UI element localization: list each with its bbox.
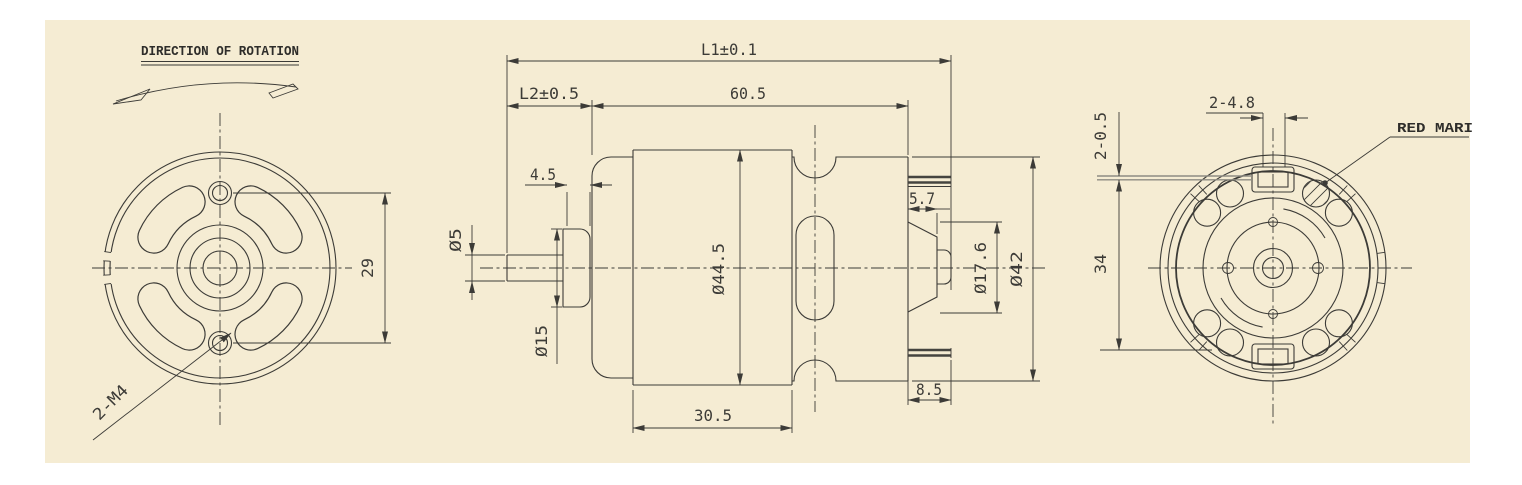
dim-body-length: 60.5 <box>591 84 909 109</box>
front-view: DIRECTION OF ROTATION <box>89 44 391 441</box>
red-mark-callout: RED MARI <box>1322 122 1473 186</box>
svg-text:34: 34 <box>1091 254 1110 274</box>
terminal-reference-line <box>1097 175 1252 181</box>
svg-text:2-4.8: 2-4.8 <box>1209 93 1255 112</box>
svg-text:60.5: 60.5 <box>730 84 766 103</box>
svg-text:30.5: 30.5 <box>694 406 732 425</box>
dim-shaft-dia: Ø5 <box>446 225 505 300</box>
red-mark-label: RED MARI <box>1397 122 1473 137</box>
dim-case-length: 30.5 <box>632 390 793 433</box>
bushing-outline <box>562 228 591 308</box>
svg-text:5.7: 5.7 <box>909 189 935 208</box>
can-outline <box>632 149 793 386</box>
dim-body-dia: Ø44.5 <box>709 149 743 386</box>
rim-notch-gap-1 <box>99 252 112 261</box>
rim-notch-gap-2 <box>99 275 112 284</box>
side-view: L1±0.1 L2±0.5 60.5 4.5 <box>446 40 1045 433</box>
dim-terminal-thickness: 2-0.5 <box>1091 112 1122 176</box>
svg-text:Ø17.6: Ø17.6 <box>971 242 990 294</box>
svg-text:Ø5: Ø5 <box>446 228 465 252</box>
svg-text:29: 29 <box>358 258 377 278</box>
svg-text:8.5: 8.5 <box>916 380 942 399</box>
front-housing-outline <box>591 156 633 379</box>
dim-endcap-dia: Ø42 <box>912 156 1040 382</box>
dim-endcap-length: 8.5 <box>907 360 952 405</box>
svg-text:L2±0.5: L2±0.5 <box>519 84 579 103</box>
shaft-outline <box>506 254 563 282</box>
dim-bearing-dia: Ø17.6 <box>940 221 1002 314</box>
side-terminals <box>908 175 952 358</box>
svg-text:Ø15: Ø15 <box>532 325 551 357</box>
svg-text:Ø44.5: Ø44.5 <box>709 243 728 295</box>
svg-text:L1±0.1: L1±0.1 <box>701 40 757 59</box>
dim-bushing-length: 4.5 <box>525 165 612 226</box>
dim-bearing-offset: 5.7 <box>907 189 950 234</box>
vent-slots <box>137 185 303 351</box>
dim-bushing-dia: Ø15 <box>532 228 562 364</box>
red-mark-hole <box>1301 179 1331 208</box>
svg-text:2-0.5: 2-0.5 <box>1091 112 1110 160</box>
dim-shaft-extension: L2±0.5 <box>506 84 909 155</box>
direction-of-rotation-label: DIRECTION OF ROTATION <box>141 44 299 60</box>
rear-view: 2-0.5 34 2-4.8 RED MARI <box>1091 93 1473 425</box>
brush-slots <box>1220 208 1326 328</box>
crimp-tabs <box>1190 185 1385 351</box>
endcap-outline <box>792 156 909 382</box>
dim-overall-length: L1±0.1 <box>506 40 952 290</box>
svg-text:Ø42: Ø42 <box>1007 251 1026 287</box>
dim-terminal-width: 2-4.8 <box>1206 93 1308 167</box>
svg-text:4.5: 4.5 <box>530 165 556 184</box>
vent-window <box>795 215 835 321</box>
rotation-arrow-icon <box>112 82 299 105</box>
dim-hole-spacing: 29 <box>233 192 391 344</box>
dim-terminal-span: 34 <box>1091 179 1212 351</box>
